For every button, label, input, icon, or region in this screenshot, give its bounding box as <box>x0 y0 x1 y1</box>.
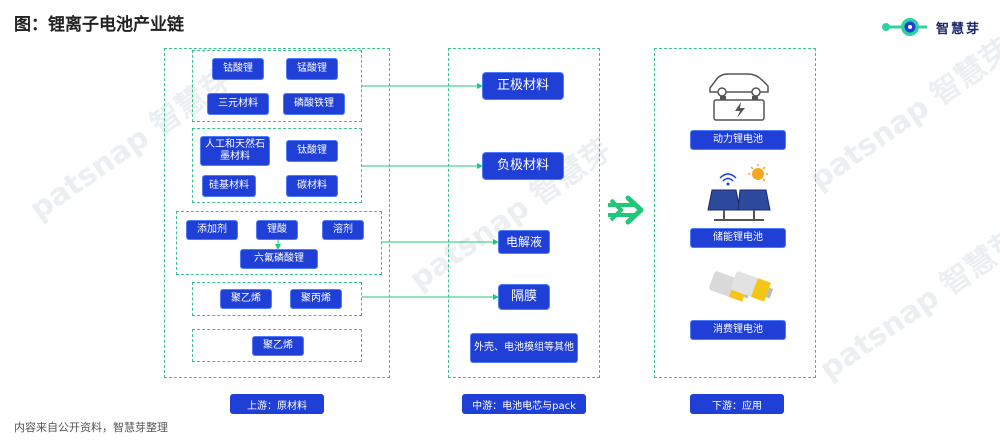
polypropylene-box: 聚丙烯 <box>290 289 342 309</box>
other-raw-group <box>192 329 362 362</box>
power-battery-box: 动力锂电池 <box>690 130 786 150</box>
electrolyte-raw-group <box>176 211 382 275</box>
source-note: 内容来自公开资料，智慧芽整理 <box>14 421 168 434</box>
storage-battery-box: 储能锂电池 <box>690 228 786 248</box>
polyethylene-box: 聚乙烯 <box>220 289 272 309</box>
anode-raw-group <box>192 128 362 203</box>
separator-raw-group <box>192 282 362 316</box>
page-title: 图：锂离子电池产业链 <box>14 15 184 35</box>
upstream-panel <box>164 48 390 378</box>
lithium-manganese-oxide-box: 锰酸锂 <box>286 58 338 80</box>
ternary-material-box: 三元材料 <box>207 93 269 115</box>
midstream-label: 中游：电池电芯与pack <box>462 394 586 414</box>
electrolyte-box: 电解液 <box>498 230 550 254</box>
lithium-acid-box: 锂酸 <box>256 220 298 240</box>
solvent-box: 溶剂 <box>322 220 364 240</box>
midstream-panel <box>448 48 600 378</box>
logo-text: 智慧芽 <box>936 21 982 37</box>
lithium-iron-phosphate-box: 磷酸铁锂 <box>283 93 345 115</box>
polyethylene-other-box: 聚乙烯 <box>252 336 304 356</box>
patsnap-logo-icon <box>882 18 927 36</box>
upstream-label: 上游：原材料 <box>230 394 324 414</box>
solar-storage-icon <box>707 164 771 221</box>
consumer-batteries-icon <box>709 271 774 302</box>
brand-logo: 智慧芽 <box>880 16 981 38</box>
consumer-battery-box: 消费锂电池 <box>690 320 786 340</box>
lithium-titanate-box: 钛酸锂 <box>286 140 338 162</box>
housing-module-box: 外壳、电池模组等其他 <box>470 333 578 363</box>
additive-box: 添加剂 <box>186 220 238 240</box>
graphite-material-box: 人工和天然石墨材料 <box>200 136 270 166</box>
silicon-material-box: 硅基材料 <box>202 175 256 197</box>
carbon-material-box: 碳材料 <box>286 175 338 197</box>
anode-material-box: 负极材料 <box>482 152 564 180</box>
lithium-cobalt-oxide-box: 钴酸锂 <box>212 58 264 80</box>
cathode-material-box: 正极材料 <box>482 72 564 100</box>
downstream-panel <box>654 48 816 378</box>
car-battery-icon <box>709 73 769 121</box>
separator-box: 隔膜 <box>498 284 550 310</box>
cathode-raw-group <box>192 50 362 122</box>
downstream-label: 下游：应用 <box>690 394 784 414</box>
